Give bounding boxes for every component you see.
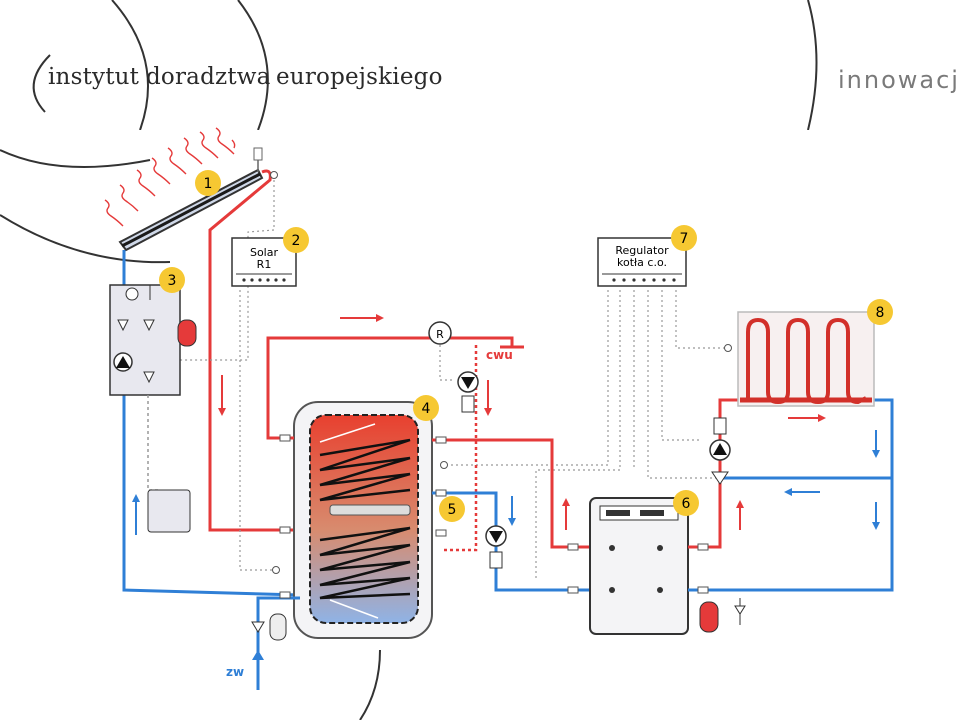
dhw-circulation-pump	[444, 345, 492, 552]
badge-1-text: 1	[204, 176, 213, 192]
solar-controller-line1: Solar	[250, 246, 279, 259]
solar-supply-pipe	[208, 169, 300, 532]
badge-7	[671, 225, 697, 251]
label-zw: zw	[226, 665, 244, 679]
badge-4	[413, 395, 439, 421]
brand-word-instytut: instytut	[48, 64, 140, 90]
badge-4-text: 4	[422, 401, 431, 417]
badge-5-text: 5	[448, 502, 457, 518]
air-vent	[253, 147, 263, 172]
antifreeze-canister	[147, 395, 191, 533]
boiler	[589, 497, 689, 635]
brand-tagline-innowacja: innowacja	[838, 66, 960, 94]
shutoff-valves	[279, 434, 709, 599]
boiler-pump	[485, 525, 507, 569]
temperature-sensors	[270, 171, 732, 574]
badge-5	[439, 496, 465, 522]
mixing-valve-r	[428, 321, 452, 345]
decor-arc	[0, 149, 151, 169]
heating-pump	[709, 417, 731, 485]
solar-controller-line2: R1	[257, 258, 272, 271]
mixing-valve-r-text: R	[436, 328, 444, 341]
radiator	[737, 311, 875, 407]
badge-6	[673, 490, 699, 516]
boiler-controller-line2: kotła c.o.	[617, 256, 667, 269]
dhw-outlet-pipe	[266, 336, 514, 440]
label-cwu: cwu	[486, 348, 513, 362]
badge-2	[283, 227, 309, 253]
sensor-lines	[180, 175, 730, 580]
badge-3	[159, 267, 185, 293]
badge-8-text: 8	[876, 305, 885, 321]
brand-word-europejskiego: europejskiego	[276, 64, 443, 90]
badge-3-text: 3	[168, 273, 177, 289]
decor-arc	[0, 214, 171, 264]
heating-return-pipe	[688, 398, 894, 592]
solar-pump-station	[109, 284, 197, 396]
badge-7-text: 7	[680, 231, 689, 247]
header-banner: instytut doradztwa europejskiego innowac…	[0, 0, 960, 130]
boiler-controller-line1: Regulator	[615, 244, 669, 257]
sun-rays	[104, 127, 236, 227]
badge-1	[195, 170, 221, 196]
badge-8	[867, 299, 893, 325]
hot-water-tank	[293, 401, 433, 639]
decor-arc	[359, 649, 381, 720]
badge-2-text: 2	[292, 233, 301, 249]
heating-expansion-vessel	[699, 598, 746, 633]
expansion-vessel-dhw	[269, 613, 287, 641]
badge-6-text: 6	[682, 496, 691, 512]
brand-word-doradztwa: doradztwa	[146, 64, 271, 90]
boiler-controller: Regulator kotła c.o.	[597, 237, 687, 287]
header-arcs	[32, 0, 818, 130]
